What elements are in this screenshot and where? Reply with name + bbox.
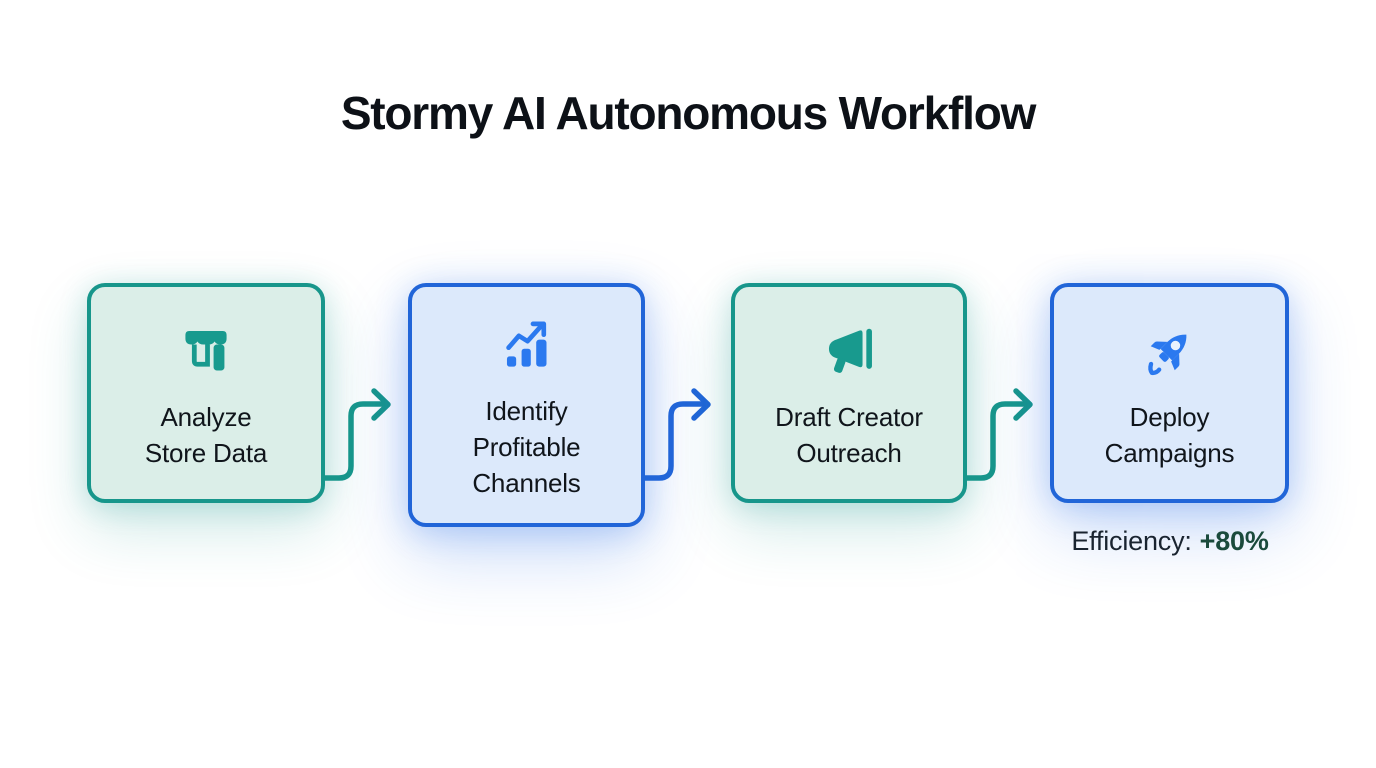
step-identify-profitable-channels: Identify Profitable Channels (408, 283, 645, 527)
flow-arrow-icon (322, 388, 391, 481)
step-label: Analyze Store Data (145, 399, 267, 471)
step-analyze-store-data: Analyze Store Data (87, 283, 325, 503)
efficiency-value: +80% (1199, 526, 1269, 556)
step-label-line: Draft Creator (775, 402, 923, 432)
store-icon (185, 330, 227, 371)
step-label: Deploy Campaigns (1105, 399, 1235, 471)
step-label-line: Store Data (144, 438, 268, 468)
step-draft-creator-outreach: Draft Creator Outreach (731, 283, 967, 503)
step-label: Identify Profitable Channels (472, 393, 580, 501)
step-label-line: Outreach (796, 438, 902, 468)
efficiency-label: Efficiency: (1071, 526, 1192, 556)
step-label-line: Analyze (160, 402, 252, 432)
step-label-line: Channels (472, 468, 581, 498)
step-label: Draft Creator Outreach (775, 399, 923, 471)
step-label-line: Profitable (472, 432, 581, 462)
megaphone-icon (828, 328, 872, 373)
efficiency-note: Efficiency:+80% (1030, 526, 1310, 557)
step-label-line: Deploy (1129, 402, 1210, 432)
step-label-line: Campaigns (1104, 438, 1235, 468)
page-title: Stormy AI Autonomous Workflow (340, 87, 1037, 139)
step-label-line: Identify (485, 396, 568, 426)
rocket-icon (1147, 334, 1186, 376)
flow-arrow-icon (964, 388, 1033, 481)
flow-arrow-icon (642, 388, 711, 481)
trending-up-chart-icon (505, 321, 546, 367)
step-deploy-campaigns: Deploy Campaigns (1050, 283, 1289, 503)
